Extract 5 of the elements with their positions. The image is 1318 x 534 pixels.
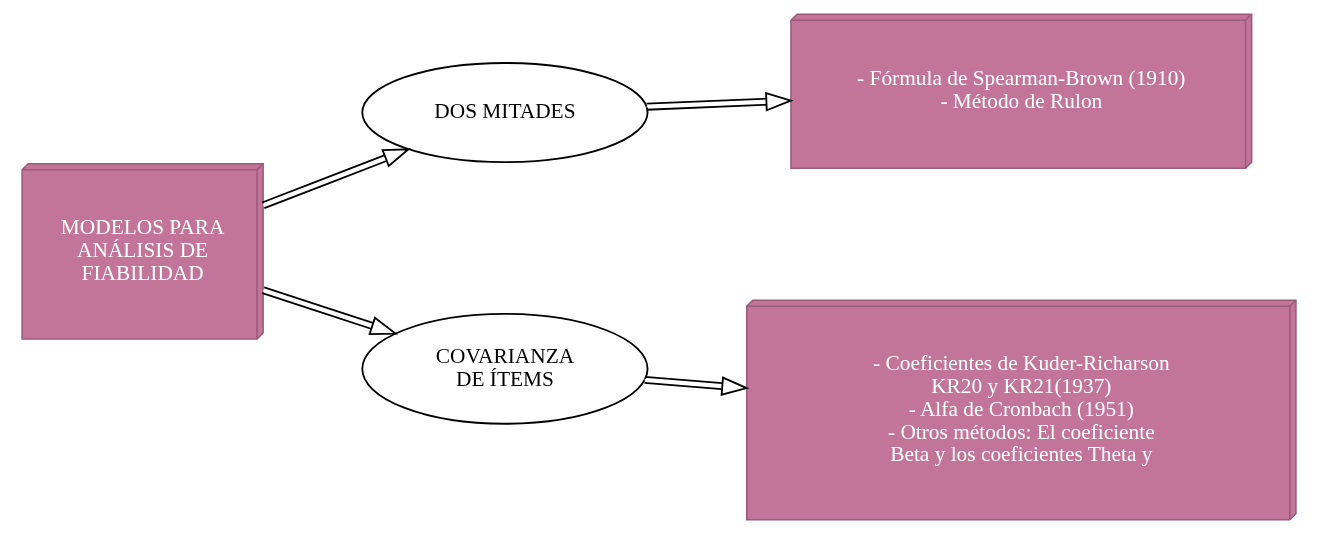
arrow [643, 375, 750, 396]
arrow [645, 91, 794, 112]
arrow [261, 286, 399, 336]
node-ellipse: DOS MITADES [361, 62, 649, 164]
arrow [261, 148, 412, 210]
